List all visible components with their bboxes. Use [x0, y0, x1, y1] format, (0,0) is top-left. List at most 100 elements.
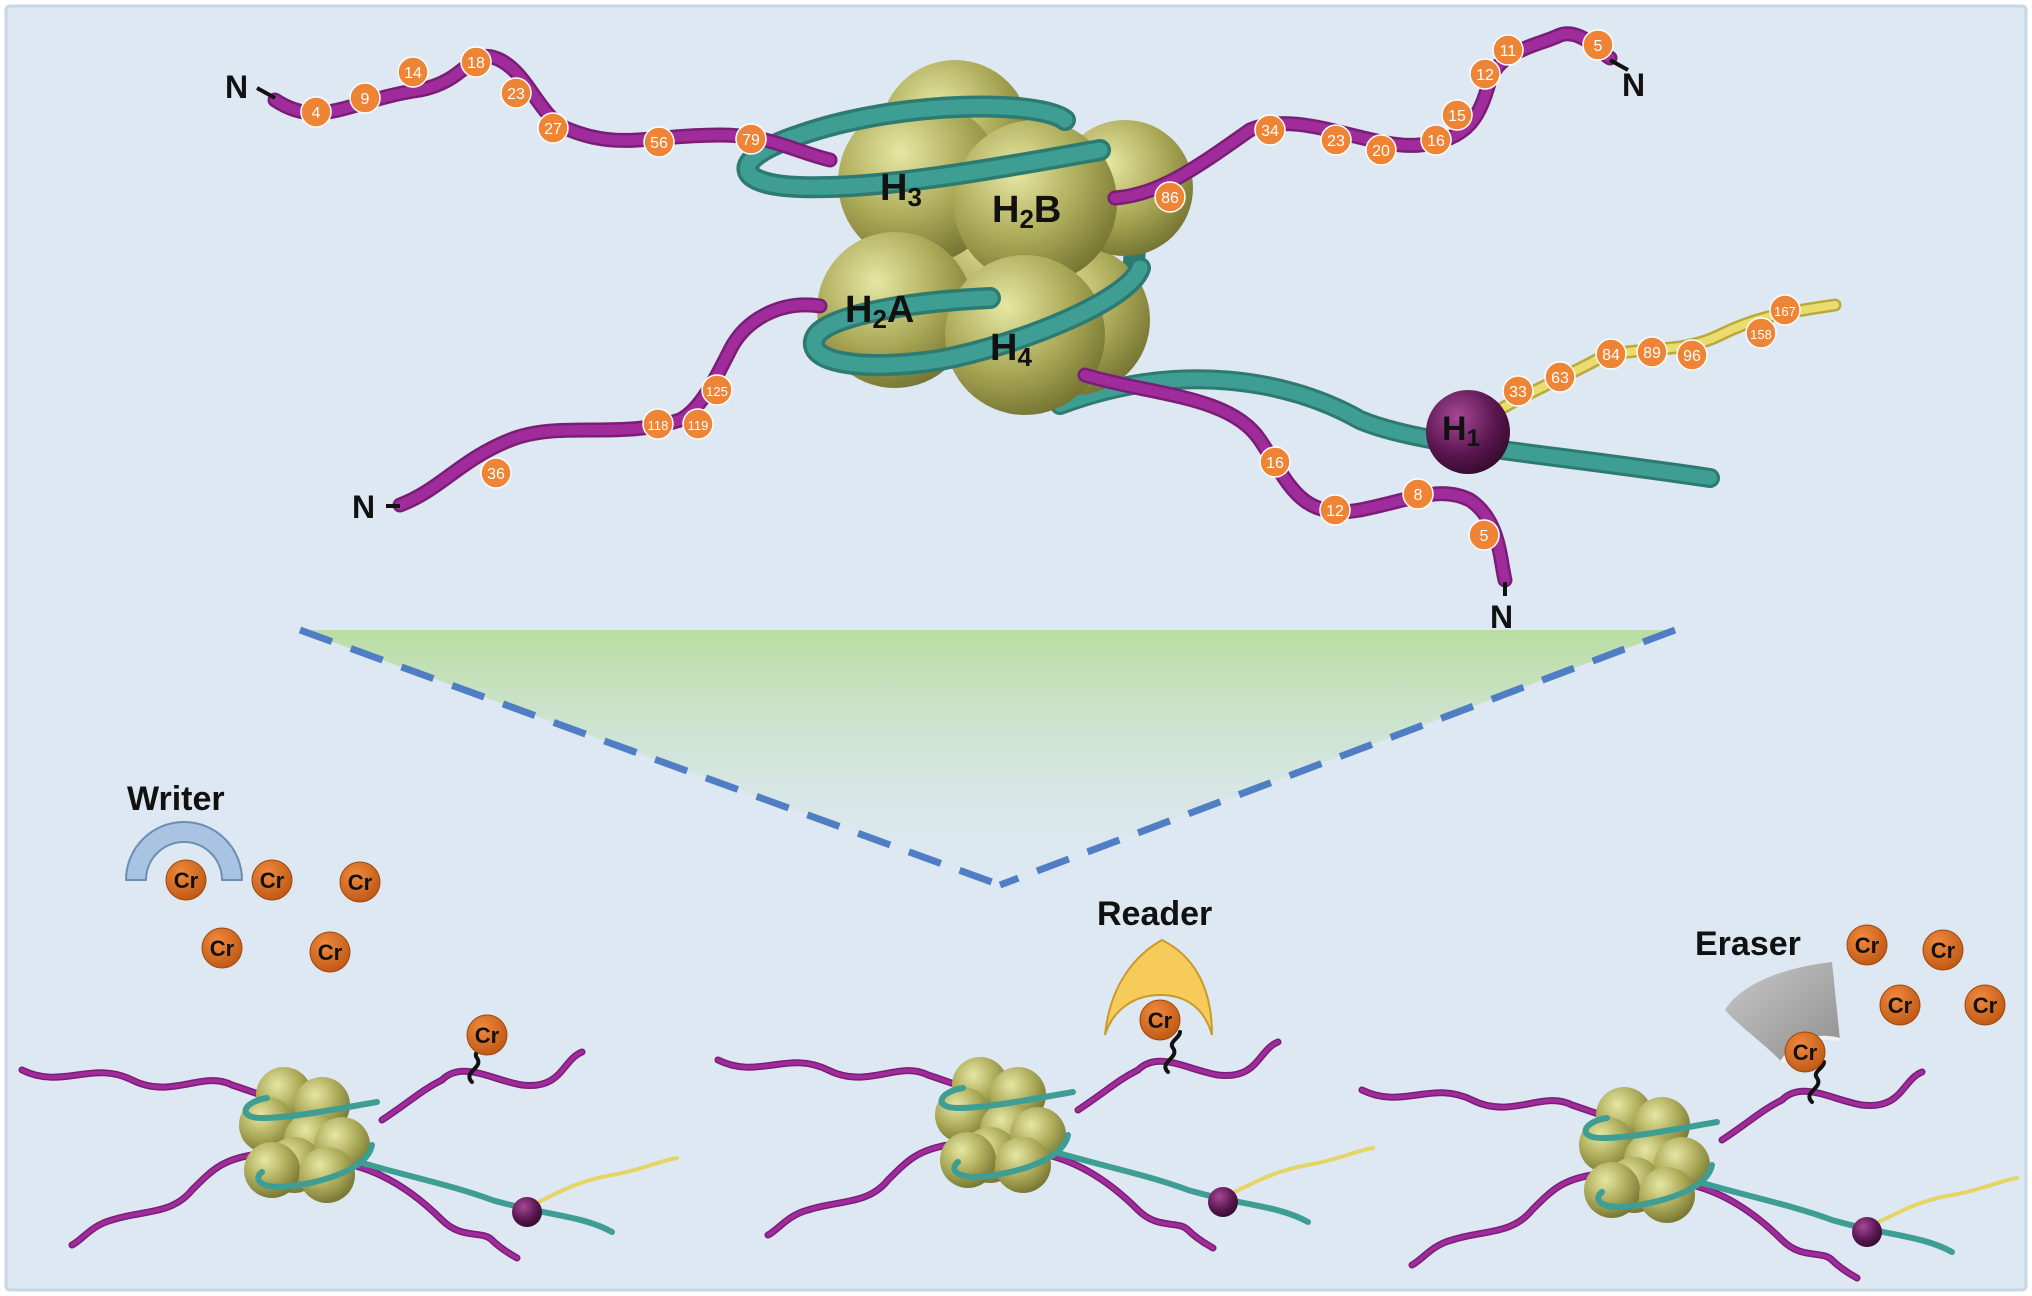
site-marker-h3: 4	[300, 96, 332, 128]
site-number: 11	[1500, 43, 1517, 60]
site-number: 86	[1161, 190, 1179, 207]
site-number: 63	[1551, 370, 1569, 387]
site-marker-h2b: 15	[1441, 99, 1473, 131]
site-marker-h2b: 23	[1320, 124, 1352, 156]
svg-text:Cr: Cr	[1931, 938, 1956, 963]
site-marker-h2a: 36	[480, 457, 512, 489]
site-number: 33	[1509, 384, 1527, 401]
site-number: 89	[1643, 345, 1661, 362]
site-number: 18	[467, 55, 485, 72]
histone-h1-label: H1	[1442, 410, 1480, 452]
site-marker-h3: 23	[500, 77, 532, 109]
site-marker-h2a: 118	[642, 408, 674, 440]
small-nucleosomes	[18, 1030, 2019, 1282]
svg-text:Cr: Cr	[174, 868, 199, 893]
site-number: 14	[404, 65, 422, 82]
histone-h1-sphere	[1208, 1187, 1238, 1217]
svg-text:Cr: Cr	[260, 868, 285, 893]
crotonyl-group: Cr	[1922, 929, 1964, 971]
crotonyl-group: Cr	[339, 861, 381, 903]
n-termini: N N N N	[225, 58, 1645, 635]
crotonyl-group: Cr	[165, 859, 207, 901]
site-number: 8	[1414, 487, 1423, 504]
histone-h4-label: H4	[990, 327, 1032, 372]
site-marker-h1: 33	[1502, 375, 1534, 407]
svg-text:Cr: Cr	[1973, 993, 1998, 1018]
site-marker-h2b: 12	[1469, 58, 1501, 90]
site-marker-h3: 9	[349, 82, 381, 114]
site-marker-h4: 12	[1319, 494, 1351, 526]
site-number: 84	[1602, 347, 1620, 364]
site-marker-h1: 63	[1544, 361, 1576, 393]
writer-label: Writer	[127, 780, 225, 818]
site-number: 96	[1683, 348, 1701, 365]
site-marker-h1: 167	[1769, 294, 1801, 326]
histone-h1: H1	[1426, 390, 1510, 474]
site-number: 12	[1476, 67, 1494, 84]
site-marker-h4: 16	[1259, 446, 1291, 478]
site-number: 15	[1448, 108, 1466, 125]
nucleosome-detailed: H3 H2B H2A H4 N N	[225, 26, 1842, 635]
reader-protein-icon	[1104, 938, 1213, 1036]
site-number: 36	[487, 466, 505, 483]
histone-h1-sphere	[1426, 390, 1510, 474]
site-marker-h3: 14	[397, 56, 429, 88]
site-marker-h3: 27	[537, 112, 569, 144]
site-marker-h3: 18	[460, 46, 492, 78]
site-number: 4	[312, 105, 321, 122]
n-terminus-h2b: N	[1622, 67, 1645, 103]
site-number: 12	[1326, 503, 1344, 520]
zoom-wedge	[298, 626, 1677, 889]
histone-h2b-label: H2B	[992, 189, 1061, 234]
site-marker-h2b: 16	[1420, 124, 1452, 156]
histone-h1-sphere	[512, 1197, 542, 1227]
svg-text:Cr: Cr	[1855, 933, 1880, 958]
site-number: 119	[688, 418, 709, 433]
site-number: 118	[648, 418, 669, 433]
reader-label: Reader	[1097, 895, 1212, 933]
histone-h3-label: H3	[880, 167, 922, 212]
site-number: 23	[1327, 133, 1345, 150]
nucleosome-writer	[18, 1040, 679, 1262]
site-number: 16	[1427, 133, 1445, 150]
site-marker-h2a: 119	[682, 408, 714, 440]
site-number: 5	[1480, 528, 1489, 545]
crotonyl-group: Cr	[201, 927, 243, 969]
site-number: 158	[1750, 327, 1772, 342]
site-marker-h2b: 34	[1254, 114, 1286, 146]
site-number: 125	[706, 384, 728, 399]
svg-text:Cr: Cr	[475, 1023, 500, 1048]
site-number: 20	[1372, 143, 1390, 160]
site-marker-h2b: 86	[1154, 181, 1186, 213]
site-marker-h1: 89	[1636, 336, 1668, 368]
writer-enzyme-icon	[124, 821, 244, 881]
site-number: 16	[1266, 455, 1284, 472]
site-number: 79	[742, 132, 760, 149]
site-marker-h1: 84	[1595, 338, 1627, 370]
svg-text:Cr: Cr	[1888, 993, 1913, 1018]
writer-group: Writer	[124, 780, 244, 881]
site-marker-h1: 96	[1676, 339, 1708, 371]
site-marker-h2a: 125	[701, 374, 733, 406]
n-terminus-h3: N	[225, 69, 248, 105]
site-number: 167	[1774, 304, 1796, 319]
site-marker-h2b: 11	[1492, 34, 1524, 66]
crotonyl-group: Cr	[1879, 984, 1921, 1026]
histone-h1-sphere	[1852, 1217, 1882, 1247]
reader-group: Reader	[1097, 895, 1213, 1036]
site-number: 5	[1594, 38, 1603, 55]
crotonyl-group: Cr	[309, 931, 351, 973]
site-marker-h2b: 20	[1365, 134, 1397, 166]
crotonyl-group: Cr	[1784, 1031, 1826, 1073]
site-number: 34	[1261, 123, 1279, 140]
crotonyl-group: Cr	[1139, 999, 1181, 1041]
site-marker-h2b: 5	[1582, 29, 1614, 61]
eraser-label: Eraser	[1695, 925, 1801, 963]
histone-h2a-label: H2A	[845, 289, 914, 334]
site-marker-h4: 8	[1402, 478, 1434, 510]
site-marker-h4: 5	[1468, 519, 1500, 551]
svg-text:Cr: Cr	[210, 936, 235, 961]
